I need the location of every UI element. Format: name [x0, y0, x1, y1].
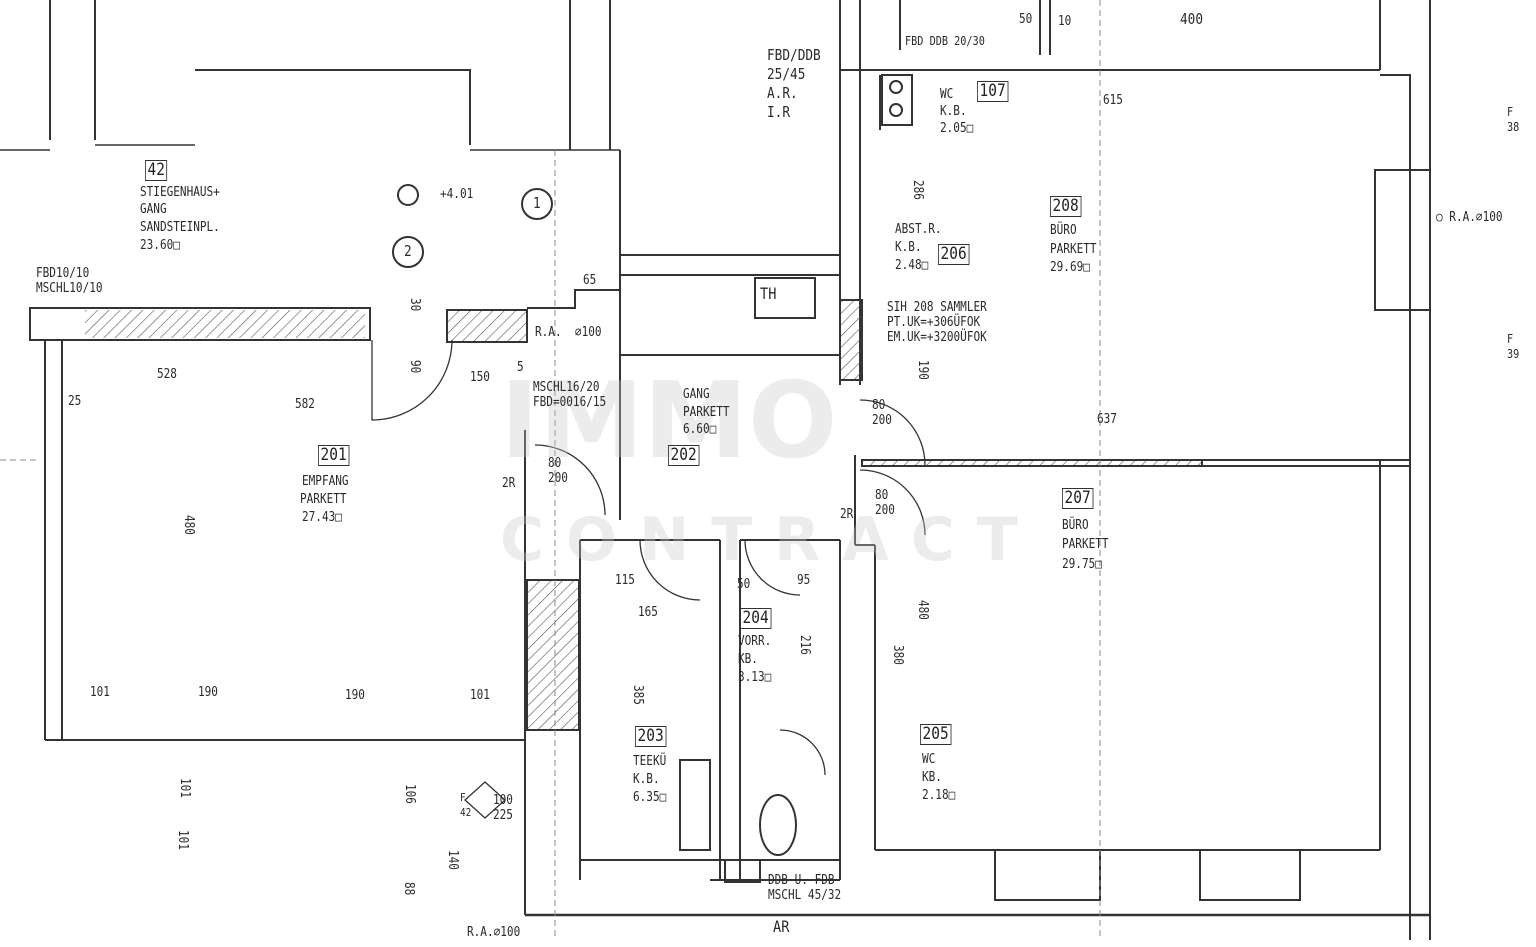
- dimension: 216: [797, 635, 812, 655]
- room-label: BÜRO: [1050, 223, 1077, 238]
- note-f42: F 42: [460, 791, 472, 819]
- dimension: 50: [1019, 12, 1033, 27]
- room-number: 201: [318, 445, 350, 466]
- room-number: 202: [668, 445, 700, 466]
- note-sammler: SIH 208 SAMMLER PT.UK=+306ÜFOK EM.UK=+32…: [887, 300, 987, 345]
- room-label: PARKETT: [1050, 242, 1097, 257]
- dimension: 65: [583, 273, 597, 288]
- room-label: PARKETT: [683, 405, 730, 420]
- dimension: 101: [177, 778, 192, 798]
- note-f39: F 39: [1507, 332, 1520, 361]
- dimension: 30: [407, 298, 422, 312]
- room-number: 206: [938, 244, 970, 265]
- room-label: K.B.: [940, 104, 967, 119]
- watermark-logo-sub: CONTRACT: [500, 505, 1040, 575]
- note-fbd-ddb-2030: FBD DDB 20/30: [905, 34, 985, 48]
- dimension: 528: [157, 367, 177, 382]
- dimension: 101: [90, 685, 110, 700]
- room-label: VORR.: [738, 634, 772, 649]
- room-label: KB.: [738, 652, 758, 667]
- note-ra-right: ○ R.A.⌀100: [1436, 210, 1503, 225]
- dimension: 50: [737, 577, 751, 592]
- room-number: 107: [977, 81, 1009, 102]
- room-area: 23.60□: [140, 238, 180, 253]
- dimension: 140: [445, 850, 460, 870]
- note-ra-bottom: R.A.⌀100: [467, 925, 521, 940]
- level-marker: +4.01: [440, 187, 474, 202]
- room-area: 6.60□: [683, 422, 717, 437]
- dimension: 582: [295, 397, 315, 412]
- dimension: 80 200: [872, 398, 892, 428]
- room-label: EMPFANG: [302, 474, 349, 489]
- dimension: 90: [407, 360, 422, 374]
- room-label: GANG: [140, 202, 167, 217]
- note-ddb-bottom: DDB U. FDB MSCHL 45/32: [768, 873, 842, 903]
- room-area: 27.43□: [302, 510, 342, 525]
- room-number: 205: [920, 724, 952, 745]
- dimension: 106: [402, 784, 417, 804]
- dimension: 190: [345, 688, 365, 703]
- room-area: 29.75□: [1062, 557, 1102, 572]
- note-ar: AR: [773, 917, 790, 936]
- dimension: 101: [175, 830, 190, 850]
- room-label: WC: [922, 752, 936, 767]
- room-label: SANDSTEINPL.: [140, 220, 220, 235]
- dimension: 88: [401, 882, 416, 896]
- room-area: 6.35□: [633, 790, 667, 805]
- marker-1: 1: [533, 194, 541, 212]
- dimension: 637: [1097, 412, 1117, 427]
- note-fbd-ddb: FBD/DDB 25/45 A.R. I.R: [767, 46, 821, 121]
- dimension: 80 200: [875, 488, 895, 518]
- room-number: 207: [1062, 488, 1094, 509]
- dimension: 400: [1180, 10, 1204, 28]
- dimension: 2R: [840, 507, 854, 522]
- room-label: K.B.: [895, 240, 922, 255]
- note-f38: F 38: [1507, 105, 1520, 134]
- room-number: 42: [145, 160, 168, 181]
- dimension: 2R: [502, 476, 516, 491]
- room-area: 2.18□: [922, 788, 956, 803]
- dimension: 115: [615, 573, 635, 588]
- room-label: PARKETT: [300, 492, 347, 507]
- room-number: 203: [635, 726, 667, 747]
- dimension: 25: [68, 394, 82, 409]
- room-number: 208: [1050, 196, 1082, 217]
- room-label: ABST.R.: [895, 222, 942, 237]
- room-area: 2.48□: [895, 258, 929, 273]
- room-label: WC: [940, 87, 954, 102]
- room-label: PARKETT: [1062, 537, 1109, 552]
- room-label: KB.: [922, 770, 942, 785]
- room-label: BÜRO: [1062, 518, 1089, 533]
- note-mschl-fbd: MSCHL16/20 FBD=0016/15: [533, 380, 607, 410]
- dimension: 101: [470, 688, 490, 703]
- dimension: 385: [630, 685, 645, 705]
- room-label: TEEKÜ: [633, 754, 667, 769]
- dimension: 286: [910, 180, 925, 200]
- dimension: 150: [470, 370, 490, 385]
- dimension: 165: [638, 605, 658, 620]
- dimension: 80 200: [548, 456, 568, 486]
- room-number: 204: [740, 608, 772, 629]
- room-area: 29.69□: [1050, 260, 1090, 275]
- dimension: 480: [915, 600, 930, 620]
- room-label: K.B.: [633, 772, 660, 787]
- room-label: STIEGENHAUS+: [140, 185, 220, 200]
- dimension: 190: [198, 685, 218, 700]
- dimension: 380: [890, 645, 905, 665]
- dimension: 480: [181, 515, 196, 535]
- room-area: 2.05□: [940, 121, 974, 136]
- marker-2: 2: [404, 242, 412, 260]
- dimension: 5: [517, 360, 524, 375]
- dimension: 100 225: [493, 793, 513, 823]
- dimension: 10: [1058, 14, 1072, 29]
- note-th: TH: [760, 284, 777, 303]
- dimension: 190: [915, 360, 930, 380]
- dimension: 95: [797, 573, 811, 588]
- room-area: 3.13□: [738, 670, 772, 685]
- dimension: 615: [1103, 93, 1123, 108]
- room-label: GANG: [683, 387, 710, 402]
- note-fbd-mschl: FBD10/10 MSCHL10/10: [36, 266, 103, 296]
- note-ra: R.A. ⌀100: [535, 325, 602, 340]
